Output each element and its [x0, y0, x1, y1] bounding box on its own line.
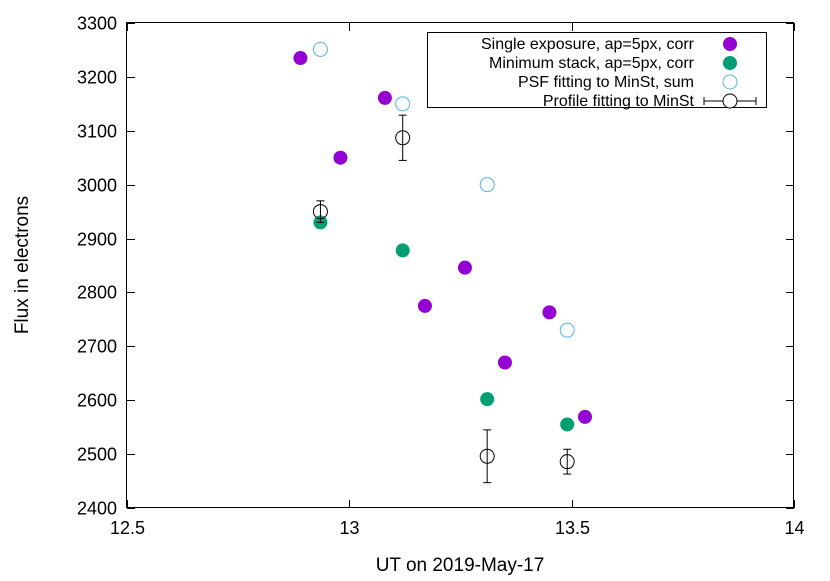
x-tick-label: 13 — [339, 518, 359, 538]
y-axis-title: Flux in electrons — [12, 196, 33, 334]
plot-frame — [126, 22, 794, 508]
y-tick-label: 2800 — [77, 283, 117, 303]
y-tick-label: 3100 — [77, 122, 117, 142]
series-1 — [293, 51, 593, 424]
series-3 — [312, 41, 575, 338]
data-point — [479, 177, 495, 193]
legend-label: Profile fitting to MinSt — [543, 93, 695, 110]
y-tick-label: 2600 — [77, 391, 117, 411]
axis-ticks: 2400 2500 2600 2700 2800 2900 3000 3100 3200 3300… — [77, 14, 805, 539]
data-point — [333, 150, 348, 165]
legend-label: Single exposure, ap=5px, corr — [481, 36, 695, 53]
legend-marker — [722, 93, 738, 109]
data-point — [312, 41, 328, 57]
data-point — [377, 90, 392, 105]
series-2 — [313, 215, 575, 432]
y-tick-label: 3300 — [77, 14, 117, 34]
data-point — [542, 305, 557, 320]
y-tick-label: 2400 — [77, 499, 117, 519]
data-point — [480, 392, 495, 407]
y-tick-label: 3200 — [77, 68, 117, 88]
legend-label: PSF fitting to MinSt, sum — [518, 74, 694, 91]
data-point — [417, 298, 432, 313]
legend-marker — [723, 37, 737, 51]
data-point — [457, 260, 472, 275]
legend-marker — [722, 74, 738, 90]
data-point — [395, 130, 411, 146]
data-point — [497, 355, 512, 370]
data-series — [293, 41, 593, 484]
data-point — [479, 448, 495, 464]
x-axis-title: UT on 2019-May-17 — [376, 555, 545, 576]
data-point — [395, 243, 410, 258]
data-point — [395, 96, 411, 112]
legend-box — [427, 32, 767, 108]
series-4 — [312, 114, 575, 484]
x-tick-label: 13.5 — [555, 518, 590, 538]
y-tick-label: 2900 — [77, 230, 117, 250]
data-point — [578, 409, 593, 424]
data-point — [560, 417, 575, 432]
x-tick-label: 12.5 — [110, 518, 145, 538]
data-point — [312, 204, 328, 220]
legend-label: Minimum stack, ap=5px, corr — [489, 55, 695, 72]
data-point — [559, 322, 575, 338]
data-point — [293, 51, 308, 66]
legend-marker — [723, 56, 737, 70]
y-tick-label: 2500 — [77, 445, 117, 465]
y-tick-label: 3000 — [77, 176, 117, 196]
x-tick-label: 14 — [784, 518, 804, 538]
data-point — [559, 454, 575, 470]
y-tick-label: 2700 — [77, 337, 117, 357]
